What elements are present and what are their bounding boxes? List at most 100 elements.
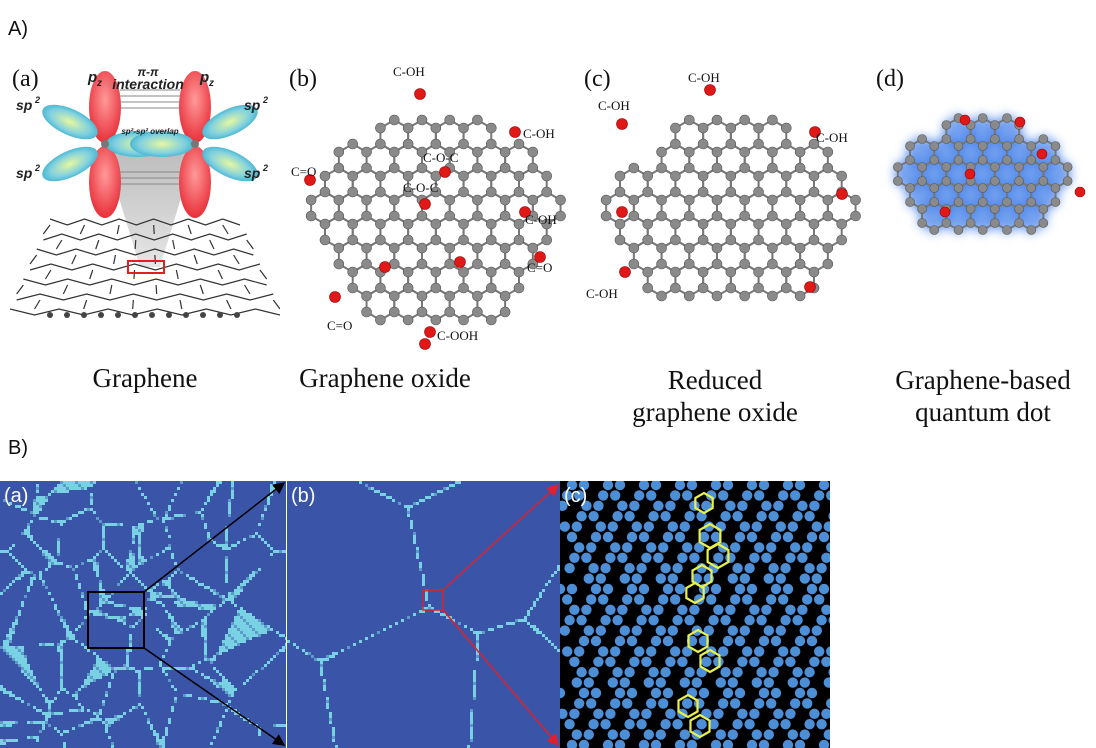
boundary-dot [276,550,279,553]
boundary-dot [78,586,81,589]
boundary-dot [129,556,132,559]
boundary-dot [141,562,144,565]
lattice-atom [727,625,738,636]
pz-left-sub: z [96,78,102,89]
boundary-dot [93,676,96,679]
boundary-dot [15,505,18,508]
boundary-dot [156,736,159,739]
boundary-dot [90,718,93,721]
carbon-atom [670,266,681,278]
carbon-atom [1014,176,1024,186]
lattice-atom [600,719,611,730]
carbon-atom [472,242,483,254]
boundary-dot [476,637,479,640]
carbon-atom [670,186,681,198]
boundary-dot [234,631,237,634]
boundary-dot [105,550,108,553]
boundary-dot [219,724,222,727]
boundary-dot [6,652,9,655]
panel-letter: (c) [584,66,611,92]
boundary-dot [99,604,102,607]
carbon-atom [541,186,553,198]
lattice-atom [785,656,796,667]
boundary-dot [30,736,33,739]
lattice-atom [804,719,815,730]
lattice-atom [583,729,594,740]
boundary-dot [171,685,174,688]
boundary-dot [135,622,138,625]
lattice-atom [641,552,652,563]
lattice-atom [686,481,698,491]
boundary-dot [533,604,536,607]
boundary-dot [527,610,530,613]
boundary-dot [15,559,18,562]
panel-letter: (b) [289,66,317,92]
boundary-dot [192,667,195,670]
boundary-dot [323,688,326,691]
carbon-atom [499,162,511,174]
boundary-dot [323,682,326,685]
boundary-dot [39,574,42,577]
lattice-atom [713,708,724,719]
boundary-dot [243,580,246,583]
boundary-dot [219,604,222,607]
boundary-dot [27,721,30,724]
boundary-dot [15,658,18,661]
boundary-dot [419,499,422,502]
boundary-dot [105,613,108,616]
boundary-dot [273,550,276,553]
carbon-atom [166,312,172,318]
carbon-atom [780,282,792,294]
boundary-dot [36,685,39,688]
lattice-atom [744,615,755,626]
lattice-bond [29,254,38,265]
boundary-dot [180,481,183,484]
lattice-atom [634,594,645,605]
boundary-dot [60,481,63,484]
boundary-dot [27,670,30,673]
boundary-dot [63,730,66,733]
lattice-atom [586,698,597,709]
defect-ring [706,542,730,570]
carbon-atom [388,114,400,126]
lattice-atom [607,521,618,532]
lattice-atom [701,500,712,511]
carbon-atom [990,204,1000,214]
boundary-dot [213,736,216,739]
boundary-dot [270,628,273,631]
boundary-dot [225,568,228,571]
boundary-dot [117,715,120,718]
carbon-atom [485,218,497,230]
carbon-atom [753,282,764,294]
lattice-atom [662,635,674,647]
boundary-dot [12,649,15,652]
caption-line: Graphene [92,363,198,393]
boundary-dot [536,628,539,631]
boundary-dot [246,625,249,628]
boundary-dot [228,511,231,514]
boundary-dot [473,694,476,697]
boundary-dot [249,625,252,628]
boundary-dot [123,664,126,667]
lattice-atom [646,490,657,501]
lattice-atom [583,573,594,584]
boundary-dot [240,622,243,625]
boundary-dot [81,484,84,487]
boundary-dot [246,679,249,682]
carbon-atom [697,138,709,150]
boundary-dot [99,661,102,664]
boundary-dot [3,691,6,694]
boundary-dot [138,670,141,673]
boundary-dot [105,727,108,730]
boundary-dot [243,637,246,640]
boundary-dot [45,712,48,715]
lattice-atom [749,656,760,667]
lattice-atom [773,656,784,667]
boundary-dot [90,673,93,676]
lattice-atom [746,481,758,491]
oxygen-atom [964,168,976,180]
boundary-dot [380,493,383,496]
boundary-dot [225,649,228,652]
lattice-atom [778,594,789,605]
boundary-dot [392,499,395,502]
